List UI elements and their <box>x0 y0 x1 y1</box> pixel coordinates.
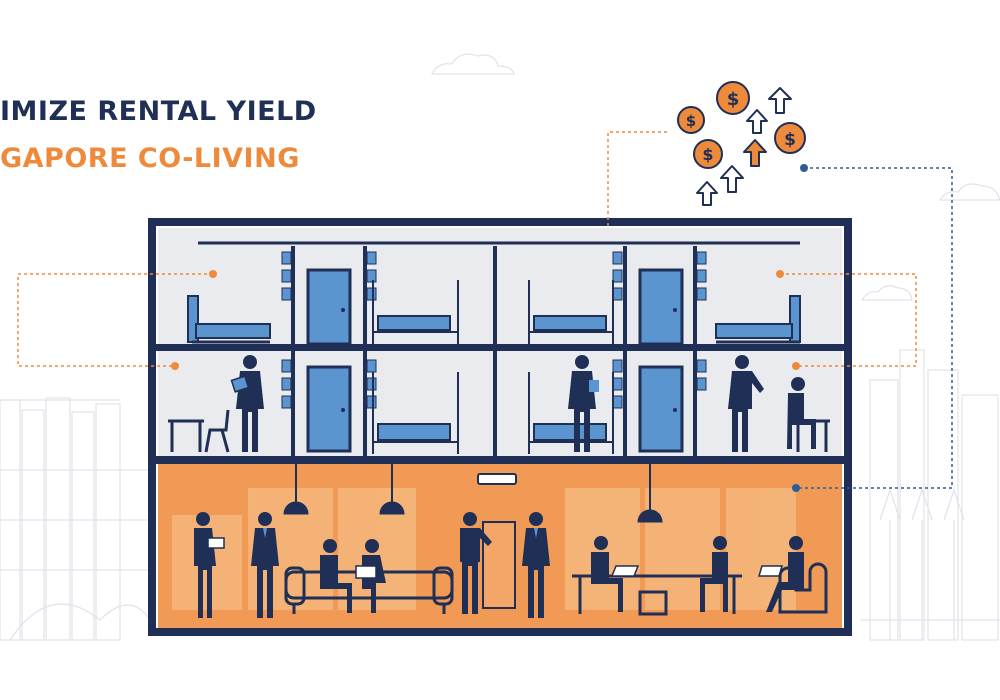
ceiling-projector <box>477 473 517 485</box>
coin-icon: $ <box>693 139 723 169</box>
person-coffee <box>460 512 492 614</box>
person-reading <box>230 355 264 452</box>
arrow-up-icon <box>720 165 744 193</box>
desk-chair <box>168 409 230 453</box>
coin-icon: $ <box>677 106 705 134</box>
door-2 <box>638 268 684 346</box>
background-skyline <box>0 53 1000 641</box>
person-standing <box>251 512 279 618</box>
door-3 <box>306 365 352 453</box>
person-tablet <box>194 512 225 618</box>
cloud-icon <box>938 183 1000 201</box>
single-bed-1 <box>187 295 271 344</box>
dollar-sign: $ <box>784 130 796 150</box>
cloud-icon <box>860 285 913 301</box>
floor-slab-1 <box>156 344 844 351</box>
sofa-right <box>778 562 828 614</box>
dollar-sign: $ <box>686 112 696 130</box>
bunk-bed <box>528 280 614 344</box>
dollar-sign: $ <box>702 145 713 164</box>
floor-slab-2 <box>156 456 844 464</box>
arrow-up-icon <box>696 181 718 206</box>
resident-silhouettes <box>230 355 816 452</box>
coin-icon: $ <box>716 81 750 115</box>
partition-walls <box>291 246 697 456</box>
headline-line-2: GAPORE CO-LIVING <box>0 143 300 174</box>
door-4 <box>638 365 684 453</box>
person-seated-table <box>700 536 728 612</box>
coin-icon: $ <box>774 122 806 154</box>
lounge-door <box>482 521 516 609</box>
person-phone <box>568 355 599 452</box>
bunk-bed <box>372 280 459 344</box>
person-laptop-right <box>757 536 804 612</box>
bunk-bed <box>372 372 459 454</box>
cloud-icon <box>431 53 515 75</box>
orange-connectors <box>17 131 917 367</box>
wall-shelves <box>281 251 707 409</box>
blue-connector <box>796 167 953 489</box>
person-seated-desk <box>787 377 816 449</box>
arrow-up-icon <box>746 109 768 134</box>
single-bed-2 <box>715 295 801 344</box>
arrow-up-icon <box>768 87 792 114</box>
person-laptop-table <box>591 536 640 612</box>
door-1 <box>306 268 352 346</box>
yield-cluster: $ $ $ $ <box>677 81 806 206</box>
dollar-sign: $ <box>727 89 740 110</box>
connector-dots <box>171 164 808 492</box>
room-doors <box>306 268 684 453</box>
pendant-lamps <box>283 464 663 523</box>
person-talking <box>728 355 764 452</box>
lounge-people <box>194 512 804 618</box>
arrow-up-icon <box>743 139 767 167</box>
person-laptop-sofa <box>355 539 386 613</box>
headline-line-1: IMIZE RENTAL YIELD <box>0 96 317 127</box>
person-seated-sofa <box>320 539 352 613</box>
person-suit <box>522 512 550 618</box>
